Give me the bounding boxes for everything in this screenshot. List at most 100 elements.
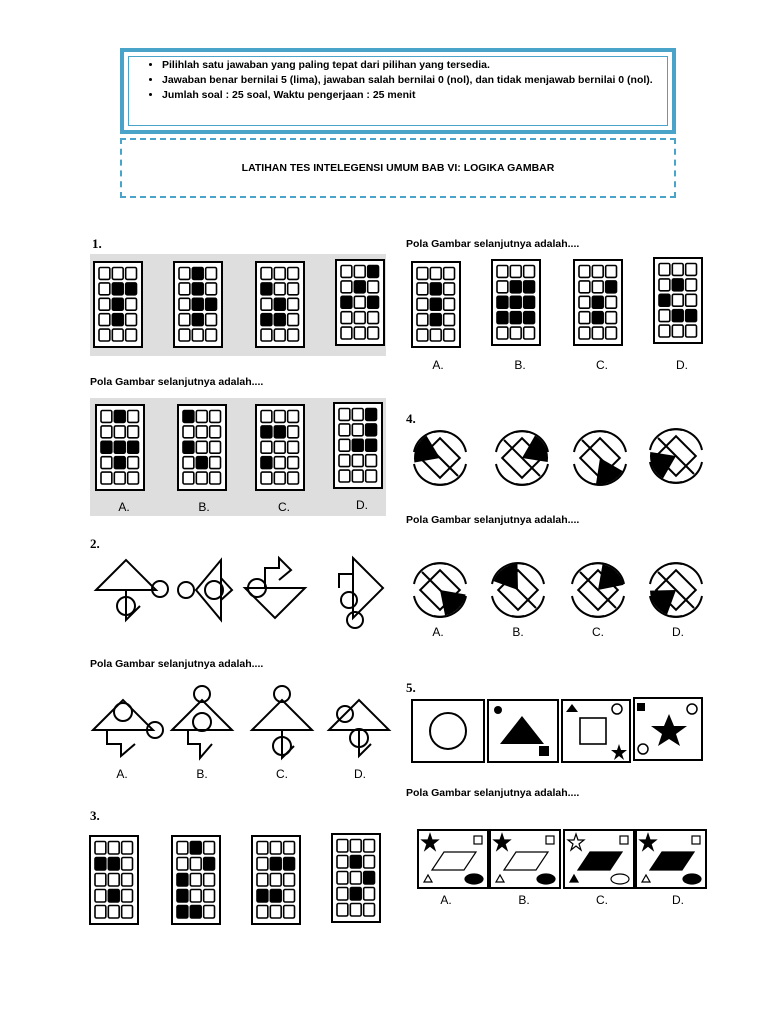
grid-figure (89, 835, 139, 925)
ellipse (464, 873, 484, 885)
square (637, 703, 645, 711)
grid-cell (189, 888, 202, 903)
title-box: LATIHAN TES INTELEGENSI UMUM BAB VI: LOG… (120, 138, 676, 198)
grid-cell (658, 293, 671, 307)
grid-cell (362, 854, 376, 869)
grid-cell (98, 282, 111, 296)
grid-cell (286, 455, 300, 470)
grid-figure (255, 404, 305, 491)
grid-cell (182, 455, 195, 470)
grid-cell (182, 425, 195, 439)
grid-cell (182, 440, 195, 454)
grid-cell (351, 423, 364, 437)
instruction-item: Jawaban benar bernilai 5 (lima), jawaban… (162, 73, 672, 88)
grid-cell (195, 440, 208, 454)
grid-cell (282, 840, 296, 855)
grid-cell (204, 312, 218, 327)
grid-cell (126, 455, 140, 470)
grid-cell (366, 326, 380, 340)
triangle-circle-figure (93, 558, 169, 623)
grid-cell (282, 904, 296, 919)
arc (571, 595, 605, 618)
grid-cell (658, 308, 671, 323)
square-arc-figure (495, 430, 549, 486)
grid-cell (120, 856, 134, 871)
triangle-circle-option (169, 685, 235, 761)
grid-cell (191, 312, 204, 327)
grid-cell (191, 328, 204, 342)
circle (611, 703, 623, 715)
grid-cell (273, 409, 286, 424)
grid-cell (191, 282, 204, 296)
grid-cell (338, 438, 351, 452)
instructions-box: Pilihlah satu jawaban yang paling tepat … (120, 48, 676, 134)
square-arc-figure (573, 430, 627, 486)
grid-cell (189, 856, 202, 871)
grid-cell (442, 312, 456, 327)
circle (273, 685, 291, 703)
circle (177, 581, 195, 599)
grid-cell (364, 469, 378, 483)
grid-cell (366, 264, 380, 279)
circle (146, 721, 164, 739)
grid-cell (684, 262, 698, 277)
grid-cell (671, 308, 684, 323)
grid-cell (522, 280, 536, 294)
grid-cell (269, 888, 282, 903)
star (638, 832, 658, 852)
triangle (568, 873, 580, 883)
filled-sector (440, 590, 466, 616)
parallelogram (576, 851, 624, 871)
grid-cell (336, 854, 349, 869)
grid-cell (286, 425, 300, 439)
grid-cell (113, 409, 126, 424)
grid-cell (578, 280, 591, 294)
grid-cell (94, 888, 107, 903)
grid-cell (429, 297, 442, 311)
grid-cell (124, 328, 138, 342)
grid-cell (604, 310, 618, 325)
grid-cell (124, 297, 138, 311)
option-label: B. (512, 625, 524, 639)
figure-frame (411, 699, 485, 763)
grid-cell (273, 312, 286, 327)
star (492, 832, 512, 852)
filled-sector (650, 590, 676, 615)
grid-figure (335, 259, 385, 346)
grid-cell (273, 455, 286, 470)
option-label: D. (672, 625, 684, 639)
circle (204, 580, 224, 600)
grid-cell (591, 295, 604, 309)
grid-cell (351, 453, 364, 468)
arc (413, 595, 447, 618)
grid-cell (208, 409, 222, 424)
grid-cell (429, 282, 442, 296)
grid-cell (416, 282, 429, 296)
arc (649, 595, 683, 618)
arc (669, 562, 703, 585)
filled-sector (596, 458, 623, 484)
grid-cell (349, 886, 362, 901)
grid-cell (684, 293, 698, 307)
grid-cell (94, 856, 107, 871)
grid-cell (338, 453, 351, 468)
grid-cell (204, 266, 218, 281)
grid-cell (178, 282, 191, 296)
circle (429, 712, 467, 750)
grid-cell (113, 440, 126, 454)
ellipse (610, 873, 630, 885)
grid-cell (509, 264, 522, 279)
grid-cell (202, 888, 216, 903)
grid-cell (273, 297, 286, 311)
grid-figure (333, 402, 383, 489)
grid-cell (111, 297, 124, 311)
grid-cell (282, 872, 296, 887)
grid-cell (442, 266, 456, 281)
grid-cell (191, 297, 204, 311)
question-number: 2. (90, 536, 100, 551)
grid-cell (260, 440, 273, 454)
filled-sector (414, 435, 440, 463)
grid-cell (416, 312, 429, 327)
grid-cell (340, 310, 353, 325)
grid-figure (411, 261, 461, 348)
